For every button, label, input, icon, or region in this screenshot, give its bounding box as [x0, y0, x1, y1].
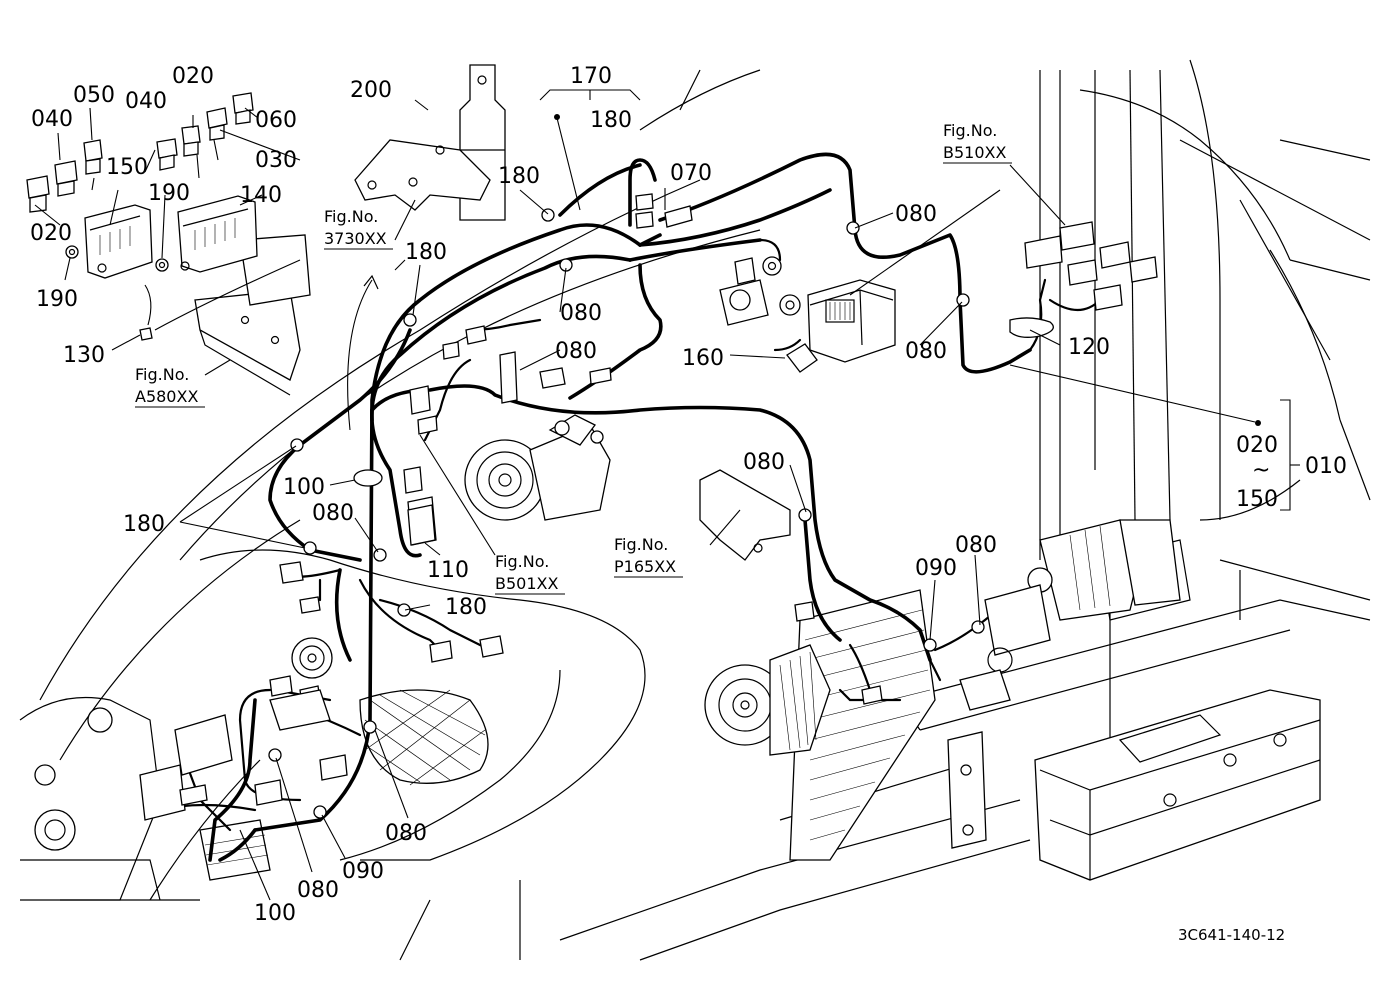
label-080: 080 [895, 202, 937, 227]
control-box [807, 279, 896, 363]
label-120: 120 [1068, 335, 1110, 360]
label-040: 040 [125, 89, 167, 114]
label-180: 180 [405, 240, 447, 265]
label-020: 020 [172, 64, 214, 89]
label-060: 060 [255, 108, 297, 133]
label-080: 080 [555, 339, 597, 364]
label-100: 100 [283, 475, 325, 500]
fig-caption: Fig.No. [614, 535, 668, 554]
front-grille [359, 589, 936, 861]
label-080: 080 [560, 301, 602, 326]
drawing-code: 3C641-140-12 [1178, 926, 1285, 944]
label-160: 160 [682, 346, 724, 371]
label-080: 080 [385, 821, 427, 846]
label-030: 030 [255, 148, 297, 173]
label-150: 150 [106, 155, 148, 180]
label-150: 150 [1236, 487, 1278, 512]
label-130: 130 [63, 343, 105, 368]
label-040: 040 [31, 107, 73, 132]
label-180: 180 [445, 595, 487, 620]
label-080: 080 [312, 501, 354, 526]
fig-caption: Fig.No. [943, 121, 997, 140]
label-020: 020 [30, 221, 72, 246]
label-190: 190 [148, 181, 190, 206]
relay [407, 504, 436, 546]
figure-references: Fig.No. 3730XX Fig.No. A580XX Fig.No. B5… [135, 121, 1012, 595]
group-marker-dot [1255, 420, 1261, 426]
ac-compressor [464, 414, 611, 521]
fig-ref-a580xx: A580XX [135, 387, 198, 406]
label-180: 180 [498, 164, 540, 189]
battery [1034, 689, 1321, 881]
fig-ref-b510xx: B510XX [943, 143, 1006, 162]
components [291, 256, 1321, 881]
fig-caption: Fig.No. [135, 365, 189, 384]
main-harness [208, 152, 1032, 862]
label-010: 010 [1305, 454, 1347, 479]
fuse-parts [26, 92, 301, 341]
label-080: 080 [297, 878, 339, 903]
left-pulley [291, 637, 333, 679]
label-190: 190 [36, 287, 78, 312]
label-100: 100 [254, 901, 296, 926]
group-marker-dot [554, 114, 560, 120]
alternator [704, 644, 831, 756]
label-020: 020 [1236, 433, 1278, 458]
fig-caption: Fig.No. [324, 207, 378, 226]
label-180: 180 [590, 108, 632, 133]
label-080: 080 [743, 450, 785, 475]
fig-caption: Fig.No. [495, 552, 549, 571]
label-200: 200 [350, 78, 392, 103]
leader-lines [34, 89, 1300, 901]
label-070: 070 [670, 161, 712, 186]
label-080: 080 [905, 339, 947, 364]
connectors [139, 193, 1158, 821]
fig-ref-p165xx: P165XX [614, 557, 676, 576]
label-090: 090 [915, 556, 957, 581]
starter-motor [959, 519, 1181, 711]
label-110: 110 [427, 558, 469, 583]
part-labels: 050 040 040 020 060 030 150 190 140 020 … [30, 64, 1347, 926]
label-090: 090 [342, 859, 384, 884]
machine-background [39, 59, 1371, 961]
label-140: 140 [240, 183, 282, 208]
fig-ref-3730xx: 3730XX [324, 229, 387, 248]
label-180: 180 [123, 512, 165, 537]
label-170: 170 [570, 64, 612, 89]
label-080: 080 [955, 533, 997, 558]
label-050: 050 [73, 83, 115, 108]
label-tilde: ~ [1252, 458, 1270, 483]
fig-ref-b501xx: B501XX [495, 574, 558, 593]
solenoid-valve [719, 257, 769, 326]
